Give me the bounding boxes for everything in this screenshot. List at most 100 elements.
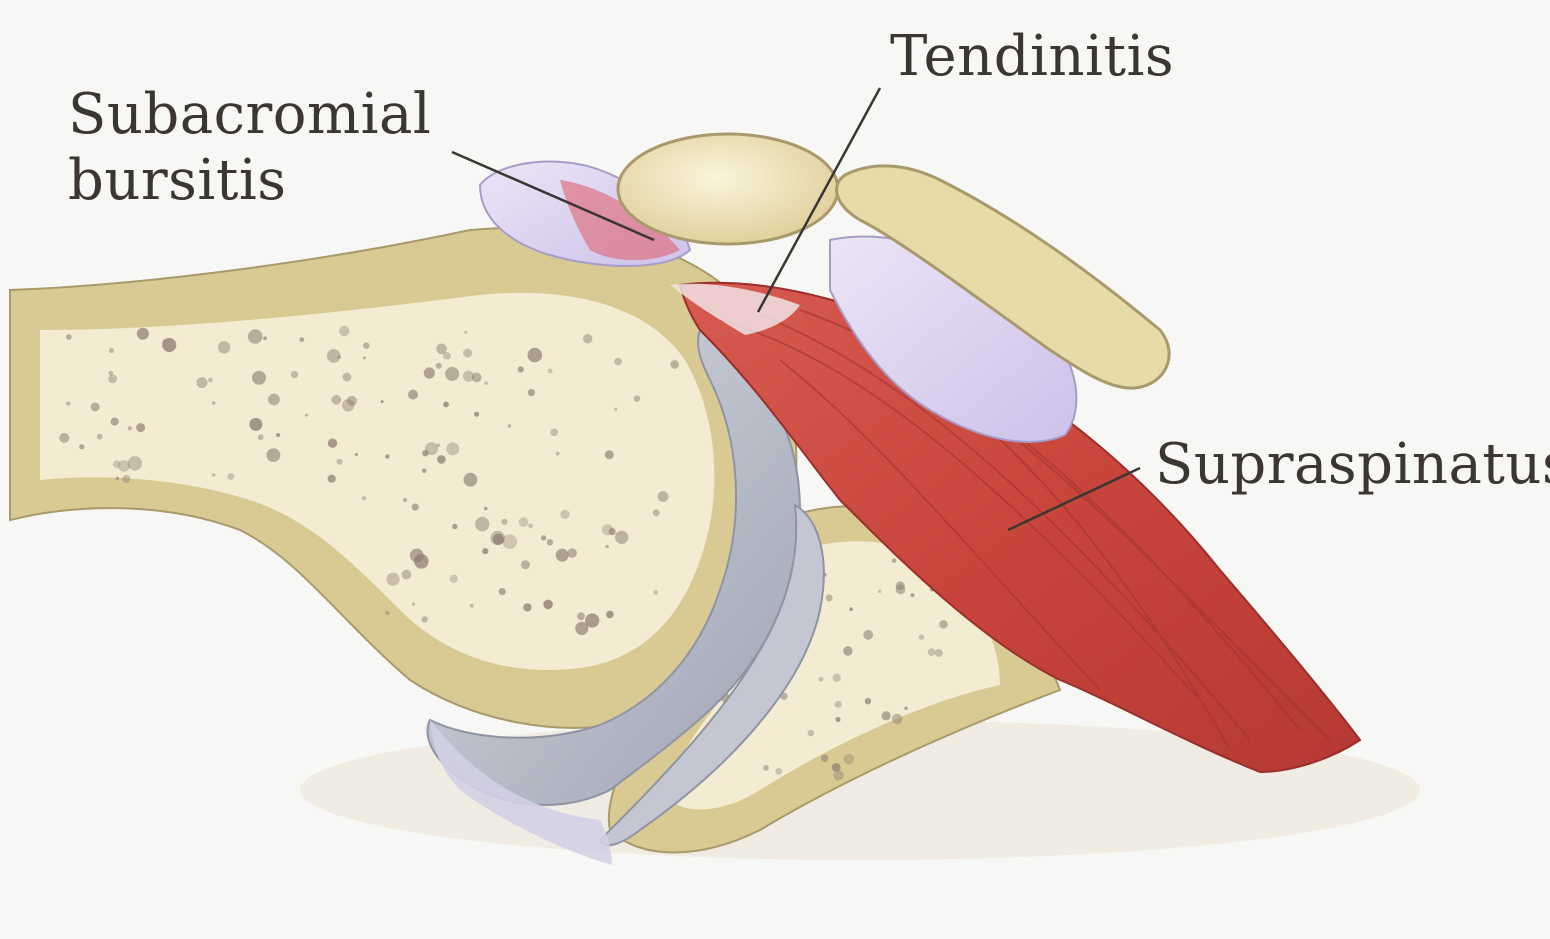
bone-pore: [452, 523, 458, 530]
label-bursitis-line1: Subacromial: [68, 82, 432, 147]
bone-pore: [895, 581, 905, 590]
bone-pore: [939, 620, 948, 629]
label-bursitis-line2: bursitis: [68, 148, 287, 213]
bone-pore: [196, 377, 208, 389]
bone-pore: [833, 770, 844, 781]
bone-pore: [934, 648, 943, 657]
bone-pore: [835, 716, 841, 723]
bone-pore: [327, 438, 338, 448]
bone-pore: [108, 370, 114, 376]
bone-pore: [443, 352, 451, 360]
bone-pore: [227, 473, 235, 480]
bone-pore: [520, 560, 530, 570]
bone-pore: [339, 325, 350, 337]
bone-pore: [268, 393, 280, 406]
bone-pore: [608, 528, 616, 536]
bone-pore: [614, 357, 622, 366]
bone-pore: [523, 603, 532, 612]
bone-pore: [498, 588, 506, 596]
bone-pore: [327, 474, 336, 483]
bone-pore: [583, 334, 593, 344]
bone-pore: [575, 621, 589, 636]
bone-pore: [136, 327, 149, 340]
bone-pore: [90, 402, 100, 412]
bone-pore: [108, 347, 114, 354]
bone-pore: [831, 763, 841, 772]
bone-pore: [252, 370, 266, 385]
bone-pore: [411, 602, 416, 606]
bone-pore: [555, 451, 560, 456]
label-tendinitis: Tendinitis: [890, 24, 1175, 89]
bone-pore: [475, 516, 490, 532]
bone-pore: [463, 348, 473, 358]
bone-pore: [910, 593, 915, 598]
bone-pore: [59, 432, 70, 443]
bone-pore: [66, 401, 71, 406]
bone-pore: [162, 339, 167, 344]
bone-pore: [211, 401, 216, 405]
bone-pore: [863, 629, 874, 640]
label-supraspinatus: Supraspinatus: [1155, 432, 1550, 497]
bone-pore: [305, 413, 308, 417]
bone-pore: [585, 613, 600, 628]
bone-pore: [517, 366, 524, 373]
label-subacromial-bursitis: Subacromial bursitis: [68, 82, 431, 214]
bone-pore: [904, 706, 908, 710]
bone-pore: [528, 523, 533, 529]
bone-pore: [540, 535, 547, 541]
bone-pore: [208, 377, 213, 383]
bone-pore: [266, 448, 281, 462]
bone-pore: [891, 713, 903, 725]
bone-pore: [927, 648, 936, 656]
bone-pore: [633, 395, 641, 402]
bone-pore: [336, 458, 343, 465]
bone-pore: [825, 594, 833, 602]
bone-pore: [462, 370, 475, 382]
bone-pore: [115, 476, 120, 481]
bone-pore: [326, 349, 341, 363]
bone-pore: [342, 372, 352, 382]
bone-pore: [408, 389, 418, 400]
bone-pores: [59, 325, 948, 781]
bursa-inflamed: [560, 180, 680, 261]
bone-pore: [363, 356, 367, 360]
bone-pore: [257, 434, 264, 441]
bone-pore: [290, 370, 299, 379]
bone-pore: [490, 530, 505, 546]
bone-pore: [606, 610, 614, 619]
bone-pore: [577, 612, 585, 621]
bone-pore: [354, 452, 358, 456]
bone-pore: [122, 474, 131, 483]
bone-pore: [96, 433, 103, 440]
bone-pore: [342, 399, 355, 412]
bone-pore: [263, 336, 267, 341]
leader-supraspinatus: [1007, 466, 1141, 532]
bone-pore: [118, 460, 130, 472]
bone-pore: [670, 360, 679, 369]
joint-capsule: [430, 720, 612, 865]
bone-pore: [443, 401, 449, 408]
bone-pore: [834, 700, 842, 708]
bone-pore: [65, 334, 72, 340]
bone-pore: [543, 599, 553, 610]
bone-pore: [401, 569, 412, 580]
bone-pore: [421, 468, 427, 474]
bone-pore: [421, 616, 428, 623]
bone-pore: [555, 548, 569, 562]
bone-pore: [483, 506, 488, 511]
bone-pore: [492, 533, 504, 545]
bone-pore: [527, 347, 543, 363]
bone-pore: [211, 473, 216, 477]
bone-pore: [385, 610, 390, 615]
leader-tendinitis: [756, 87, 882, 313]
bone-pore: [409, 548, 424, 563]
bone-pore: [657, 491, 669, 502]
bone-pore: [550, 428, 558, 437]
bone-pore: [474, 411, 480, 417]
bone-pore: [807, 729, 815, 737]
bone-pore: [276, 433, 281, 437]
bone-pore: [518, 517, 529, 527]
leader-bursitis: [451, 150, 655, 242]
